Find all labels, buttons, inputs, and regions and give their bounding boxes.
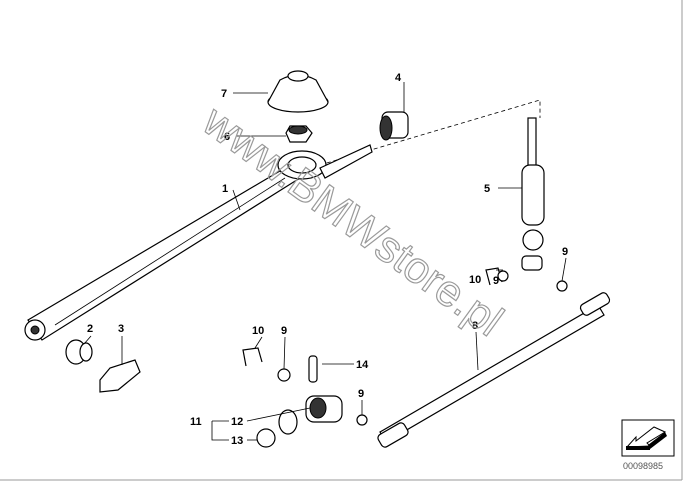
part-14-pin[interactable] (308, 355, 318, 383)
part-9-washer[interactable] (556, 280, 568, 292)
label-9: 9 (358, 388, 364, 400)
part-3-bracket[interactable] (99, 359, 141, 393)
label-7: 7 (221, 88, 227, 100)
leader-lines (83, 82, 567, 441)
part-9-washer[interactable] (356, 414, 368, 426)
watermark: www.BMWstore.pl (193, 96, 511, 346)
label-5: 5 (484, 183, 490, 195)
label-1: 1 (222, 183, 228, 195)
part-10-clip-lower[interactable] (242, 347, 263, 367)
label-10: 10 (469, 274, 481, 286)
part-9-washer[interactable] (497, 270, 509, 282)
part-7-boot[interactable] (267, 70, 329, 113)
part-4-rubber-mount[interactable] (379, 111, 409, 141)
part-13-bushing[interactable] (256, 428, 276, 448)
label-9: 9 (493, 275, 499, 287)
guide-line (319, 99, 541, 166)
part-9-washer[interactable] (277, 368, 291, 382)
part-6-bushing[interactable] (285, 125, 313, 143)
part-11-joint[interactable] (305, 395, 343, 423)
label-6: 6 (224, 131, 230, 143)
arrow-down-left-icon[interactable] (621, 419, 675, 457)
label-14: 14 (356, 359, 369, 371)
diagram-code: 00098985 (623, 461, 663, 471)
label-4: 4 (395, 72, 402, 84)
label-2: 2 (87, 323, 93, 335)
label-13: 13 (231, 435, 243, 447)
label-3: 3 (118, 323, 124, 335)
part-1-shift-lever[interactable] (24, 144, 373, 341)
part-2-bushing[interactable] (65, 339, 93, 365)
part-8-selector-rod[interactable] (377, 291, 611, 448)
label-10: 10 (252, 325, 264, 337)
label-8: 8 (472, 320, 478, 332)
part-12-ring[interactable] (278, 409, 298, 435)
label-9: 9 (281, 325, 287, 337)
part-5-shift-rod[interactable] (521, 117, 545, 271)
label-12: 12 (231, 416, 243, 428)
label-9: 9 (562, 246, 568, 258)
label-11: 11 (190, 416, 202, 428)
